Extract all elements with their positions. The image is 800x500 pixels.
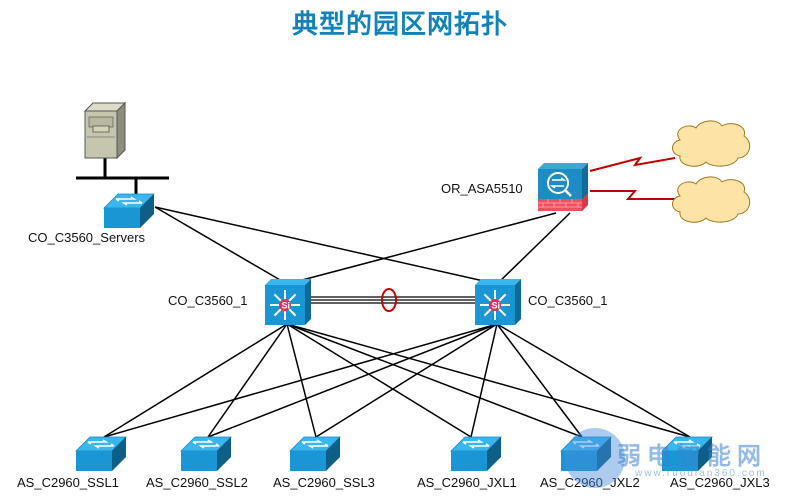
cloud-icon[interactable] bbox=[672, 120, 751, 167]
node-label: AS_C2960_SSL2 bbox=[146, 475, 248, 490]
node-label: CO_C3560_1 bbox=[528, 293, 608, 308]
asa-firewall-icon[interactable] bbox=[538, 163, 588, 211]
cloud-icon[interactable] bbox=[672, 176, 751, 223]
ethernet-link bbox=[207, 323, 288, 438]
ethernet-link bbox=[154, 206, 498, 285]
ethernet-link bbox=[470, 323, 498, 438]
layer3-switch-icon[interactable]: Si bbox=[265, 279, 311, 325]
diagram-title: 典型的园区网拓扑 bbox=[291, 10, 508, 40]
switch-icon[interactable] bbox=[289, 436, 341, 471]
switch-icon[interactable] bbox=[75, 436, 127, 471]
ethernet-link bbox=[207, 323, 498, 438]
node-label: CO_C3560_Servers bbox=[28, 230, 146, 245]
switch-icon[interactable] bbox=[103, 193, 155, 228]
svg-text:Si: Si bbox=[282, 301, 291, 311]
node-label: AS_C2960_JXL3 bbox=[670, 475, 770, 490]
ethernet-link bbox=[496, 323, 691, 438]
ethernet-link bbox=[496, 323, 583, 438]
ethernet-link bbox=[286, 212, 557, 285]
switch-icon[interactable] bbox=[661, 436, 713, 471]
node-label: AS_C2960_SSL1 bbox=[17, 475, 119, 490]
layer3-switch-icon[interactable]: Si bbox=[475, 279, 521, 325]
serial-wan-link bbox=[590, 190, 675, 200]
ethernet-link bbox=[315, 323, 498, 438]
ethernet-link bbox=[103, 323, 498, 438]
etherchannel-marker bbox=[381, 288, 397, 312]
node-label: AS_C2960_JXL2 bbox=[540, 475, 640, 490]
ethernet-link bbox=[286, 323, 583, 438]
server-icon[interactable] bbox=[83, 101, 127, 160]
switch-icon[interactable] bbox=[560, 436, 612, 471]
serial-wan-link bbox=[589, 156, 676, 172]
ethernet-link bbox=[286, 323, 691, 438]
node-label: AS_C2960_JXL1 bbox=[417, 475, 517, 490]
node-label: AS_C2960_SSL3 bbox=[273, 475, 375, 490]
server-lan-segment bbox=[76, 158, 169, 195]
ethernet-link bbox=[154, 206, 288, 285]
links-layer bbox=[103, 156, 691, 438]
ethernet-link bbox=[286, 323, 472, 438]
ethernet-link bbox=[496, 212, 571, 285]
switch-icon[interactable] bbox=[180, 436, 232, 471]
switch-icon[interactable] bbox=[450, 436, 502, 471]
node-label: CO_C3560_1 bbox=[168, 293, 248, 308]
ethernet-link bbox=[103, 323, 288, 438]
node-label: OR_ASA5510 bbox=[441, 181, 523, 196]
svg-text:Si: Si bbox=[492, 301, 501, 311]
